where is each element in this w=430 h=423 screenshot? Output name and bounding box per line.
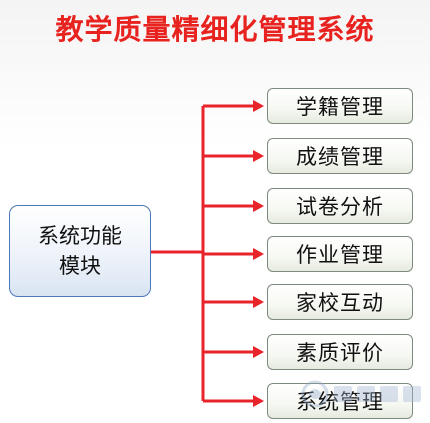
arrowhead	[253, 346, 264, 358]
module-node: 学籍管理	[267, 88, 413, 124]
arrowhead	[253, 150, 264, 162]
module-node: 家校互动	[267, 284, 413, 320]
diagram-title: 教学质量精细化管理系统	[55, 13, 375, 46]
module-node: 试卷分析	[267, 188, 413, 224]
root-node-system-modules: 系统功能模块	[9, 205, 151, 297]
module-node: 作业管理	[267, 236, 413, 272]
module-node: 成绩管理	[267, 138, 413, 174]
module-node-label: 家校互动	[296, 291, 384, 315]
module-list: 学籍管理成绩管理试卷分析作业管理家校互动素质评价系统管理	[267, 88, 413, 423]
module-node-label: 成绩管理	[296, 145, 384, 169]
root-node-label: 系统功能模块	[38, 224, 122, 278]
module-node: 素质评价	[267, 334, 413, 370]
module-node: 系统管理	[267, 383, 413, 419]
arrowhead	[253, 296, 264, 308]
arrowhead	[253, 248, 264, 260]
arrowhead	[253, 395, 264, 407]
module-node-label: 学籍管理	[296, 95, 384, 119]
arrowhead	[253, 200, 264, 212]
module-node-label: 试卷分析	[296, 195, 384, 219]
module-node-label: 作业管理	[296, 243, 384, 267]
module-node-label: 系统管理	[296, 390, 384, 414]
module-node-label: 素质评价	[296, 341, 384, 365]
arrowhead	[253, 100, 264, 112]
